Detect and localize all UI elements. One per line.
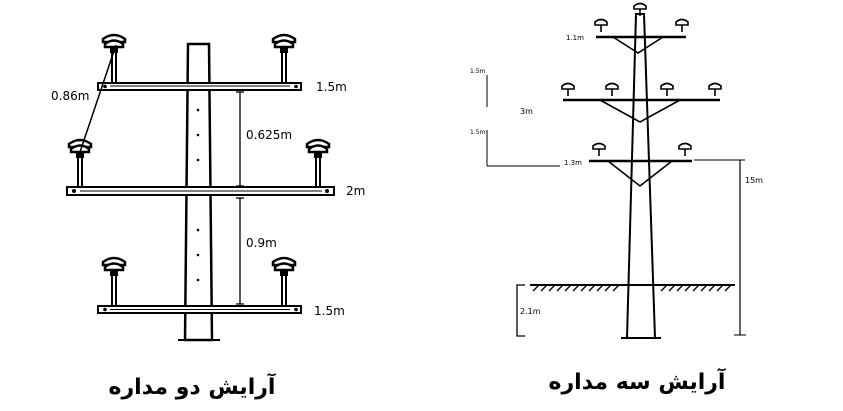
- top-crossarm-label: 1.5m: [316, 80, 347, 94]
- double-circuit-figure: 0.86m 0.625m 0.9m 1.5m 2m 1.5m آرایش دو …: [51, 33, 365, 400]
- insulator-icon: [708, 82, 722, 97]
- burial-depth-label: 2.1m: [520, 307, 541, 316]
- right-pole: [625, 13, 657, 339]
- bottom-crossarm-label: 1.5m: [314, 304, 345, 318]
- insulator-icon: [594, 18, 608, 33]
- upper-spacing-label: 1.5m: [470, 68, 486, 75]
- top-arm-label: 1.1m: [566, 34, 584, 42]
- insulator-icon: [675, 18, 689, 33]
- burial-depth-dimension: [516, 284, 525, 337]
- insulator-icon: [67, 138, 93, 190]
- insulator-icon: [271, 33, 297, 85]
- insulator-icon: [605, 82, 619, 97]
- height-label: 15m: [745, 176, 763, 185]
- double-circuit-caption: آرایش دو مداره: [109, 372, 276, 400]
- lower-gap-label: 0.9m: [246, 236, 277, 250]
- insulator-icon: [561, 82, 575, 97]
- lower-spacing-label: 1.5m: [470, 129, 486, 136]
- insulator-icon: [660, 82, 674, 97]
- triple-circuit-figure: 1.1m 3m 1.3m 1.5m 1.5m 15m: [470, 2, 763, 395]
- insulator-icon: [271, 256, 297, 308]
- insulator-icon: [101, 256, 127, 308]
- insulator-spacing-label: 0.86m: [51, 89, 89, 103]
- insulator-icon: [678, 142, 692, 157]
- insulator-spacing-line: [79, 44, 117, 153]
- lower-arm-label: 1.3m: [564, 159, 582, 167]
- insulator-icon: [305, 138, 331, 190]
- middle-arm-label: 3m: [520, 107, 533, 116]
- upper-gap-label: 0.625m: [246, 128, 292, 142]
- ground-hatching: [532, 284, 732, 292]
- middle-crossarm-label: 2m: [346, 184, 365, 198]
- insulator-icon: [592, 142, 606, 157]
- triple-circuit-caption: آرایش سه مداره: [549, 367, 726, 395]
- pole-dots: [196, 108, 200, 282]
